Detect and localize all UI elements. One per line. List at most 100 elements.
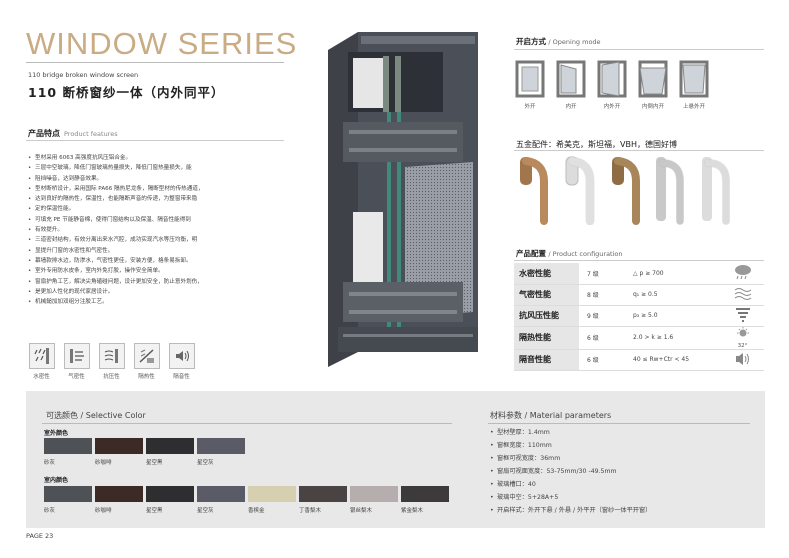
page-title: WINDOW SERIES xyxy=(26,26,298,61)
features-heading-cn: 产品特点 xyxy=(28,129,60,138)
feature-item: 三层中空玻璃，降低门窗玻璃热量损失，降低门窗热量损失，能 xyxy=(28,163,246,174)
color-swatch: 砂灰 xyxy=(44,486,92,514)
config-name: 抗风压性能 xyxy=(514,305,579,327)
outdoor-swatches: 砂灰 砂咖啡 星空黑 星空灰 xyxy=(44,438,245,466)
temperature-badge: 32° xyxy=(737,342,748,349)
opening-divider xyxy=(514,49,764,50)
sound-insulation-icon xyxy=(168,343,195,369)
feature-item: 可填充 PE 节能静音棉，使得门窗结构以及保温、隔音性能得到 xyxy=(28,215,246,226)
hardware-divider xyxy=(514,150,764,151)
wind-waves-icon xyxy=(721,284,764,306)
window-cross-section-image xyxy=(313,22,483,382)
perf-water: 水密性 xyxy=(28,343,55,380)
opening-mode-label: 外开 xyxy=(524,104,536,110)
table-row: 气密性能 8 级 q₁ ≥ 0.5 xyxy=(514,284,764,306)
config-grade: 7 级 xyxy=(579,263,621,285)
swatch-name: 星空灰 xyxy=(197,460,214,466)
in-out-opening-icon xyxy=(597,60,627,98)
features-divider xyxy=(26,140,284,141)
features-list: 型材采用 6063 高强度抗风压铝合金。 三层中空玻璃，降低门窗玻璃热量损失，降… xyxy=(28,153,246,308)
handle-icon xyxy=(520,157,548,225)
opening-heading-en: / Opening mode xyxy=(548,38,601,46)
config-value: 2.0 > k ≥ 1.6 xyxy=(621,326,721,350)
swatch-name: 紫金梨木 xyxy=(401,508,424,514)
color-swatch: 丁香梨木 xyxy=(299,486,347,514)
tornado-icon xyxy=(721,305,764,327)
tilt-turn-icon xyxy=(638,60,668,98)
perf-heat: 隔热性 xyxy=(133,343,160,380)
perf-air: 气密性 xyxy=(63,343,90,380)
features-heading-en: Product features xyxy=(64,130,118,138)
config-grade: 6 级 xyxy=(579,326,621,350)
materials-list: 型材壁厚：1.4mm 窗框宽度：110mm 窗框可视宽度：36mm 窗扇可视面宽… xyxy=(490,426,651,517)
opening-mode-label: 上悬外开 xyxy=(682,104,705,110)
config-name: 气密性能 xyxy=(514,284,579,306)
color-swatch: 砂咖啡 xyxy=(95,438,143,466)
indoor-swatches: 砂灰 砂咖啡 星空黑 星空灰 香槟金 丁香梨木 银丝梨木 紫金梨木 xyxy=(44,486,449,514)
config-value: △ p ≥ 700 xyxy=(621,263,721,285)
indoor-colors-label: 室内颜色 xyxy=(44,477,69,484)
list-item: 窗扇可视面宽度：53-75mm/30 -49.5mm xyxy=(490,465,651,478)
opening-mode-outward: 外开 xyxy=(514,60,546,110)
materials-heading: 材料参数 / Material parameters xyxy=(490,411,612,420)
config-value: 40 ≤ Rw+Ctr < 45 xyxy=(621,349,721,371)
opening-mode-in-out: 内外开 xyxy=(596,60,628,110)
air-icon xyxy=(63,343,90,369)
heat-insulation-icon xyxy=(133,343,160,369)
opening-heading-cn: 开启方式 xyxy=(516,37,546,46)
water-drop-icon xyxy=(28,343,55,369)
feature-item: 有效提升。 xyxy=(28,225,246,236)
config-value: q₁ ≥ 0.5 xyxy=(621,284,721,306)
config-divider xyxy=(514,260,764,261)
outdoor-colors-label: 室外颜色 xyxy=(44,430,69,437)
config-name: 水密性能 xyxy=(514,263,579,285)
feature-item: 室外专用防水皮条，室内外免打胶，操作安全简单。 xyxy=(28,266,246,277)
perf-label: 抗压性 xyxy=(103,374,120,380)
perf-label: 水密性 xyxy=(33,374,50,380)
swatch-name: 砂灰 xyxy=(44,508,56,514)
opening-mode-label: 内开 xyxy=(565,104,577,110)
perf-label: 隔热性 xyxy=(138,374,155,380)
list-item: 窗框宽度：110mm xyxy=(490,439,651,452)
list-item: 型材壁厚：1.4mm xyxy=(490,426,651,439)
perf-pressure: 抗压性 xyxy=(98,343,125,380)
config-heading-cn: 产品配置 xyxy=(516,249,546,258)
opening-mode-label: 内倒内开 xyxy=(641,104,664,110)
feature-item: 显提升门窗的水密性和气密性。 xyxy=(28,246,246,257)
colors-divider xyxy=(42,423,452,424)
config-grade: 9 级 xyxy=(579,305,621,327)
title-divider xyxy=(26,62,284,63)
color-swatch: 银丝梨木 xyxy=(350,486,398,514)
table-row: 水密性能 7 级 △ p ≥ 700 xyxy=(514,263,764,285)
outward-opening-icon xyxy=(515,60,545,98)
handle-icon xyxy=(565,156,595,225)
feature-item: 是更加人性化的现代家居设计。 xyxy=(28,287,246,298)
feature-item: 型材采用 6063 高强度抗风压铝合金。 xyxy=(28,153,246,164)
sun-icon: 32° xyxy=(721,326,764,350)
opening-heading: 开启方式 / Opening mode xyxy=(516,36,601,47)
config-value: p₃ ≥ 5.0 xyxy=(621,305,721,327)
feature-item: 三道密封结构，有效分离出来水汽腔，成功实现汽水等压均衡，明 xyxy=(28,235,246,246)
table-row: 隔热性能 6 级 2.0 > k ≥ 1.6 32° xyxy=(514,326,764,350)
feature-item: 阻挡噪音，达到静音效果。 xyxy=(28,174,246,185)
inward-opening-icon xyxy=(556,60,586,98)
table-row: 抗风压性能 9 级 p₃ ≥ 5.0 xyxy=(514,305,764,327)
list-item: 开启样式：外开下悬 / 外悬 / 外平开（窗纱一体平开窗） xyxy=(490,504,651,517)
feature-item: 定的保温性能。 xyxy=(28,204,246,215)
handle-icon xyxy=(612,157,640,225)
color-swatch: 星空黑 xyxy=(146,486,194,514)
swatch-name: 砂咖啡 xyxy=(95,460,112,466)
swatch-name: 丁香梨木 xyxy=(299,508,322,514)
colors-heading: 可选颜色 / Selective Color xyxy=(46,411,146,420)
wind-pressure-icon xyxy=(98,343,125,369)
top-hung-icon xyxy=(679,60,709,98)
hardware-title: 五金配件：希美克，斯坦福，VBH，德国好博 xyxy=(516,140,677,149)
handle-icon xyxy=(656,157,684,225)
color-swatch: 砂咖啡 xyxy=(95,486,143,514)
rain-cloud-icon xyxy=(721,263,764,285)
color-swatch: 星空灰 xyxy=(197,486,245,514)
list-item: 玻璃槽口：40 xyxy=(490,478,651,491)
page-number: PAGE 23 xyxy=(26,532,54,540)
config-heading: 产品配置 / Product configuration xyxy=(516,248,623,259)
subtitle-chinese: 110 断桥窗纱一体（内外同平） xyxy=(28,85,225,100)
